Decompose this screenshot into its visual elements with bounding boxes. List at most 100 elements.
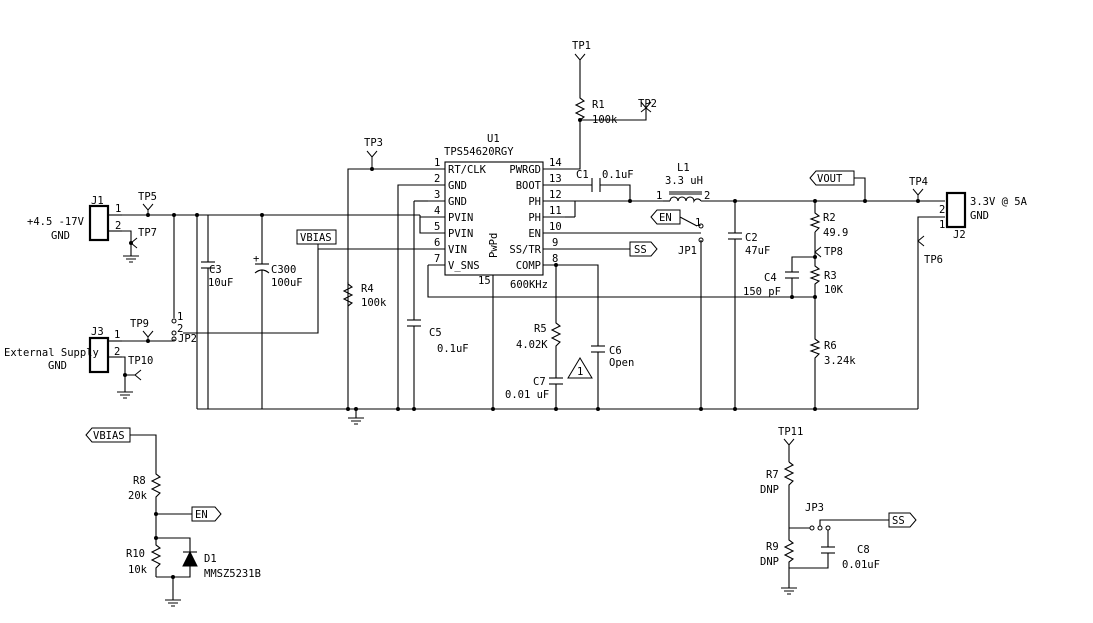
ic-right-pins: 14 13 12 11 10 9 8 PWRGD BOOT PH PH EN S… <box>509 157 565 272</box>
pin-name: EN <box>528 228 541 240</box>
c2-ref: C2 <box>745 232 758 244</box>
pin-name: V_SNS <box>448 260 480 272</box>
pin-num: 2 <box>434 173 440 185</box>
ground-icon <box>117 391 133 399</box>
r8-ref: R8 <box>133 475 146 487</box>
j2-pin2: 2 <box>939 204 945 216</box>
c8-value: 0.01uF <box>842 559 880 571</box>
capacitor-c2: C2 47uF <box>728 232 770 257</box>
c7-ref: C7 <box>533 376 546 388</box>
resistor-r5: R5 4.02K <box>516 320 562 351</box>
pin-name: PVIN <box>448 228 473 240</box>
tp6: TP6 <box>917 235 943 266</box>
j1-voltage-label: +4.5 -17V <box>27 216 85 228</box>
net-label-vbias-top: VBIAS <box>296 229 337 249</box>
tp3: TP3 <box>364 137 383 169</box>
net-label-ss-bottom: SS <box>888 512 917 528</box>
vout-label: VOUT <box>817 173 843 185</box>
tp8: TP8 <box>814 246 843 258</box>
resistor-r7: R7 DNP <box>760 445 795 528</box>
resistor-r6: R6 3.24k <box>809 336 856 367</box>
r2-value: 49.9 <box>823 227 848 239</box>
tp2-label: TP2 <box>638 98 657 110</box>
pin-num: 14 <box>549 157 562 169</box>
l1-ref: L1 <box>677 162 690 174</box>
jumper-jp3: JP3 <box>789 502 889 531</box>
c300-ref: C300 <box>271 264 296 276</box>
ground-icon <box>781 587 797 595</box>
pin-num: 5 <box>434 221 440 233</box>
capacitor-c7: C7 0.01 uF <box>505 376 563 401</box>
net-label-vbias-bottom: VBIAS <box>85 427 131 443</box>
resistor-r9: R9 DNP <box>760 528 795 568</box>
tp9: TP9 <box>130 318 154 341</box>
pin-name: COMP <box>516 260 541 272</box>
pin-num: 6 <box>434 237 440 249</box>
c2-value: 47uF <box>745 245 770 257</box>
pin-num: 7 <box>434 253 440 265</box>
j1-pin1: 1 <box>115 203 121 215</box>
j1-gnd-label: GND <box>51 230 70 242</box>
resistor-r3: R3 10K <box>809 262 844 296</box>
capacitor-c1: C1 0.1uF <box>576 169 634 192</box>
jumper-jp2: 1 2 JP2 <box>171 311 197 345</box>
resistor-r2: R2 49.9 <box>809 210 848 239</box>
c1-value: 0.1uF <box>602 169 634 181</box>
j2-gnd-label: GND <box>970 210 989 222</box>
j2-ref: J2 <box>953 229 966 241</box>
connector-j1: J1 1 2 +4.5 -17V GND <box>27 195 122 242</box>
note-flag: 1 <box>567 357 593 379</box>
net-labels: VBIAS VBIAS VOUT EN EN SS SS <box>85 170 917 528</box>
connector-j2: 2 1 J2 3.3V @ 5A GND <box>939 191 1028 241</box>
capacitors: C1 0.1uF C2 47uF C3 10uF + C300 100uF C4… <box>201 169 880 588</box>
c3-ref: C3 <box>209 264 222 276</box>
capacitor-c6: C6 Open <box>591 345 634 369</box>
r10-value: 10k <box>128 564 148 576</box>
ic-ref: U1 <box>487 133 500 145</box>
capacitor-c8: C8 0.01uF <box>788 530 880 588</box>
ground-icon <box>348 417 364 425</box>
c6-ref: C6 <box>609 345 622 357</box>
r1-value: 100k <box>592 114 618 126</box>
pin-name: SS/TR <box>509 244 541 256</box>
pin-name: BOOT <box>516 180 542 192</box>
jp2-ref: JP2 <box>178 333 197 345</box>
tp5-label: TP5 <box>138 191 157 203</box>
pin-name: PH <box>528 196 541 208</box>
r5-value: 4.02K <box>516 339 548 351</box>
pin-name: GND <box>448 180 467 192</box>
pin-name: VIN <box>448 244 467 256</box>
jp1-ref: JP1 <box>678 245 697 257</box>
pin-name: PWRGD <box>509 164 541 176</box>
pin-num: 4 <box>434 205 440 217</box>
j3-supply-label: External Supply <box>4 347 99 359</box>
note-flag-number: 1 <box>577 366 583 378</box>
r6-value: 3.24k <box>824 355 856 367</box>
en-label-2: EN <box>195 509 208 521</box>
jp3-ref: JP3 <box>805 502 824 514</box>
d1-ref: D1 <box>204 553 217 565</box>
j1-pin2: 2 <box>115 220 121 232</box>
ic-pin-15: 15 <box>478 275 491 287</box>
resistor-r4: R4 100k <box>342 282 387 309</box>
c7-value: 0.01 uF <box>505 389 549 401</box>
tp11-label: TP11 <box>778 426 803 438</box>
pin-num: 8 <box>552 253 558 265</box>
j1-ref: J1 <box>91 195 104 207</box>
pin-num: 11 <box>549 205 562 217</box>
ic-left-pins: 1 2 3 4 5 6 7 RT/CLK GND GND PVIN PVIN V… <box>428 157 487 272</box>
net-label-vout: VOUT <box>809 170 855 186</box>
jumper-jp1: 1 JP1 <box>678 217 704 257</box>
ground-symbols <box>117 255 797 607</box>
ic-u1: U1 TPS54620RGY 600KHz PwPd 15 1 2 3 4 5 … <box>428 133 565 409</box>
l1-value: 3.3 uH <box>665 175 703 187</box>
vbias-label-2: VBIAS <box>93 430 125 442</box>
ground-icon <box>165 599 181 607</box>
j2-pin1: 1 <box>939 219 945 231</box>
r1-ref: R1 <box>592 99 605 111</box>
net-label-en-top: EN <box>650 209 698 227</box>
jp1-pin1: 1 <box>695 217 701 229</box>
d1-part: MMSZ5231B <box>204 568 261 580</box>
resistor-r8: R8 20k <box>128 434 162 514</box>
